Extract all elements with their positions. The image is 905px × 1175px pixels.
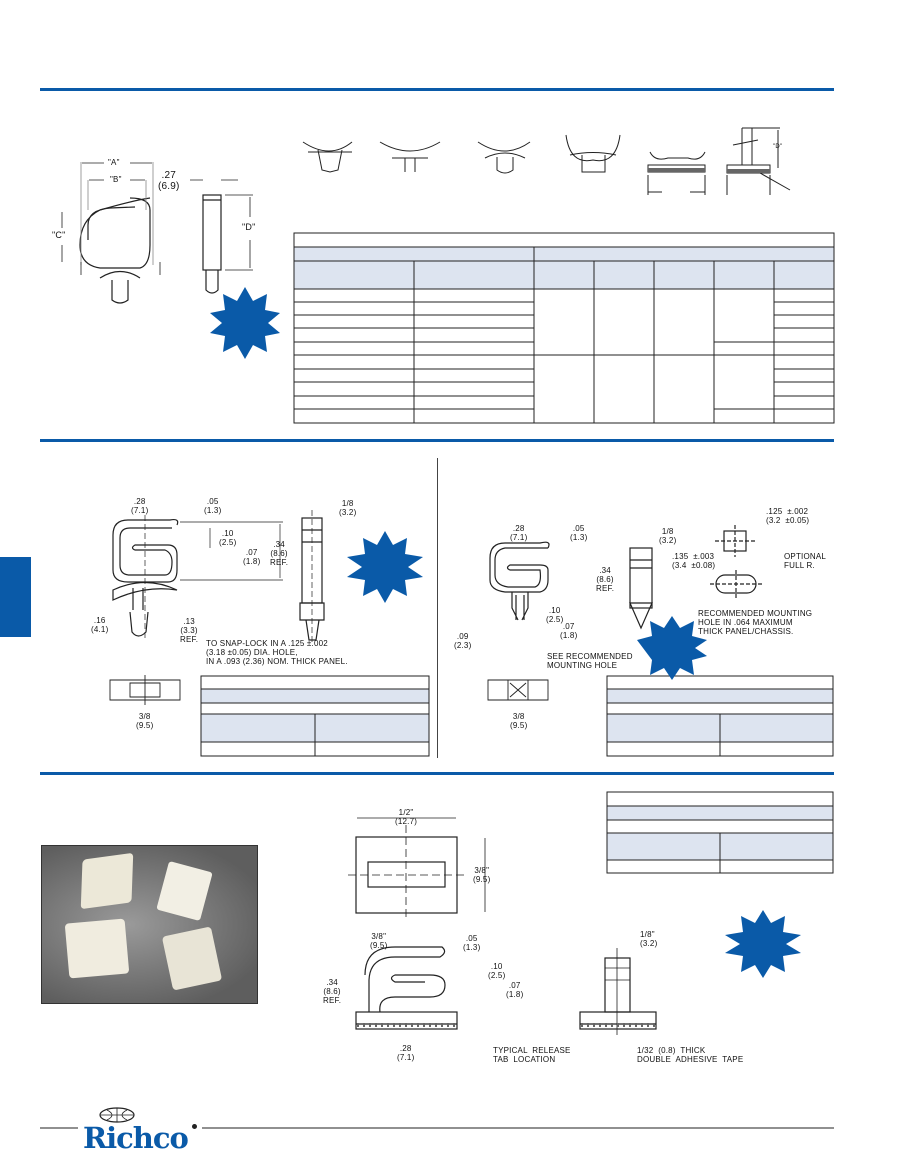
- section-divider: [40, 772, 834, 775]
- side-tab: [0, 557, 31, 637]
- width-label: .27 (6.9): [158, 170, 180, 192]
- dim-label: 3/8" (9.5): [473, 866, 491, 884]
- mid-table-right: [606, 675, 834, 757]
- dim-label: .34 (8.6) REF.: [270, 540, 289, 567]
- dim-label: .10 (2.5): [219, 529, 237, 547]
- small-d-label: "D": [773, 144, 783, 150]
- mount-type-icons: [302, 127, 791, 195]
- mid-table-left: [200, 675, 430, 757]
- dim-label: .28 (7.1): [131, 497, 149, 515]
- section-divider: [40, 88, 834, 91]
- push-mount-clip-drawing: [487, 525, 762, 701]
- clip-front-drawing: [61, 162, 161, 304]
- dim-label: .09 (2.3): [454, 632, 472, 650]
- dim-label: 3/8" (9.5): [370, 932, 388, 950]
- spec-table-top: [293, 232, 835, 424]
- dim-c-label: "C": [52, 230, 66, 240]
- dim-label: 1/2" (12.7): [395, 808, 418, 826]
- dim-label: 1/8" (3.2): [640, 930, 658, 948]
- dim-label: .07 (1.8): [243, 548, 261, 566]
- dim-label: 1/8 (3.2): [659, 527, 677, 545]
- dim-label: .07 (1.8): [506, 981, 524, 999]
- dim-label: .13 (3.3) REF.: [180, 617, 199, 644]
- dim-label: .05 (1.3): [570, 524, 588, 542]
- dim-label: .34 (8.6) REF.: [323, 978, 342, 1005]
- hole-width-label: .125 ±.002 (3.2 ±0.05): [766, 507, 810, 525]
- snap-lock-note: TO SNAP-LOCK IN A .125 ±.002 (3.18 ±0.05…: [206, 639, 348, 666]
- dim-label: .28 (7.1): [510, 524, 528, 542]
- release-tab-note: TYPICAL RELEASE TAB LOCATION: [493, 1046, 571, 1064]
- column-divider: [437, 458, 438, 758]
- dim-label: .10 (2.5): [546, 606, 564, 624]
- richco-logo: Richco: [83, 1121, 189, 1155]
- dim-label: .05 (1.3): [204, 497, 222, 515]
- dim-label: .16 (4.1): [91, 616, 109, 634]
- dim-label: .28 (7.1): [397, 1044, 415, 1062]
- star-icon: [725, 910, 801, 978]
- registered-mark: [192, 1124, 197, 1129]
- dim-d-label: "D": [242, 222, 256, 232]
- snap-lock-clip-drawing: [109, 510, 325, 705]
- dim-a-label: "A": [108, 158, 120, 167]
- dim-label: .07 (1.8): [560, 622, 578, 640]
- dim-label: 1/8 (3.2): [339, 499, 357, 517]
- dim-label: 3/8 (9.5): [136, 712, 154, 730]
- adhesive-mount-drawing: [348, 817, 657, 1035]
- section-divider: [40, 439, 834, 442]
- clip-photo-item: [64, 918, 130, 979]
- spec-table-bottom: [606, 791, 834, 874]
- star-icon: [210, 287, 280, 359]
- star-icon: [637, 616, 707, 680]
- see-mounting-note: SEE RECOMMENDED MOUNTING HOLE: [547, 652, 633, 670]
- clip-photo-item: [161, 926, 223, 991]
- clip-photo-item: [156, 861, 213, 921]
- adhesive-tape-note: 1/32 (0.8) THICK DOUBLE ADHESIVE TAPE: [637, 1046, 744, 1064]
- dim-label: 3/8 (9.5): [510, 712, 528, 730]
- star-icon: [347, 531, 423, 603]
- product-photo: [41, 845, 258, 1004]
- dim-label: .05 (1.3): [463, 934, 481, 952]
- clip-side-drawing: [190, 179, 253, 294]
- dim-b-label: "B": [110, 175, 122, 184]
- optional-radius-label: OPTIONAL FULL R.: [784, 552, 827, 570]
- dim-label: .10 (2.5): [488, 962, 506, 980]
- new-product-star-icons: [210, 287, 801, 978]
- clip-photo-item: [80, 852, 134, 910]
- hole-length-label: .135 ±.003 (3.4 ±0.08): [672, 552, 716, 570]
- dim-label: .34 (8.6) REF.: [596, 566, 615, 593]
- mounting-hole-note: RECOMMENDED MOUNTING HOLE IN .064 MAXIMU…: [698, 609, 813, 636]
